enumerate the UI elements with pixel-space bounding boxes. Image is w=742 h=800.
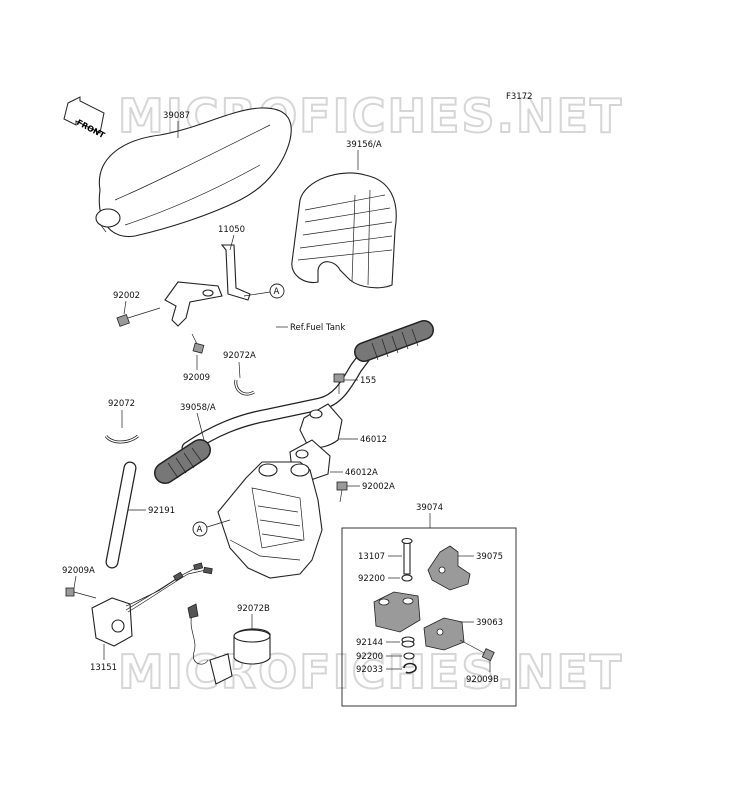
label-92072B: 92072B (237, 604, 270, 614)
label-92002: 92002 (113, 291, 140, 301)
lever-39075 (427, 545, 471, 591)
label-92072A: 92072A (223, 351, 256, 361)
label-155: 155 (360, 376, 376, 386)
label-13107: 13107 (358, 552, 385, 562)
label-92200-bottom: 92200 (356, 652, 383, 662)
label-39156A: 39156/A (346, 140, 382, 150)
pin-13107 (401, 537, 413, 575)
circle-marker-a-top (269, 283, 285, 299)
washer-92200-bottom (403, 652, 415, 660)
watermark-bottom: MICROFICHES.NET (118, 645, 623, 699)
label-92002A: 92002A (362, 482, 395, 492)
label-92009B: 92009B (466, 675, 499, 685)
bolt-92009A (65, 587, 97, 599)
label-39074: 39074 (416, 503, 443, 513)
ref-fuel-tank-label: Ref.Fuel Tank (290, 323, 345, 333)
washer-92200-top (401, 574, 413, 582)
switch-13151 (91, 562, 213, 647)
label-46012: 46012 (360, 435, 387, 445)
bolt-155 (333, 373, 345, 394)
label-39075: 39075 (476, 552, 503, 562)
label-39058A: 39058/A (180, 403, 216, 413)
label-92072: 92072 (108, 399, 135, 409)
strap-92072B (187, 603, 271, 685)
label-92033: 92033 (356, 665, 383, 675)
cover-39063 (423, 617, 465, 651)
bolt-92009 (191, 333, 205, 354)
bolt-92002 (116, 307, 161, 327)
front-arrow-icon: FRONT (63, 96, 107, 140)
tube-92191 (105, 461, 137, 569)
circle-marker-a-bottom-label: A (197, 525, 203, 535)
label-11050: 11050 (218, 225, 245, 235)
label-39063: 39063 (476, 618, 503, 628)
spring-92144 (401, 636, 415, 648)
bolt-92002A (336, 481, 348, 503)
circle-marker-a-top-label: A (274, 287, 280, 297)
circlip-92033 (403, 662, 417, 674)
housing-block (373, 591, 421, 633)
bolt-92009B (459, 639, 495, 662)
handlebar-cover-39087 (95, 107, 292, 238)
label-92009: 92009 (183, 373, 210, 383)
assembly-box-39074 (341, 527, 517, 707)
bracket-11050 (164, 244, 251, 327)
label-46012A: 46012A (345, 468, 378, 478)
label-92191: 92191 (148, 506, 175, 516)
circle-marker-a-bottom (192, 521, 208, 537)
label-92009A: 92009A (62, 566, 95, 576)
label-39087: 39087 (163, 111, 190, 121)
boot-39156A (291, 172, 397, 289)
label-92144: 92144 (356, 638, 383, 648)
figure-code: F3172 (506, 92, 533, 102)
label-92200-top: 92200 (358, 574, 385, 584)
steering-holder (217, 461, 323, 579)
label-13151: 13151 (90, 663, 117, 673)
